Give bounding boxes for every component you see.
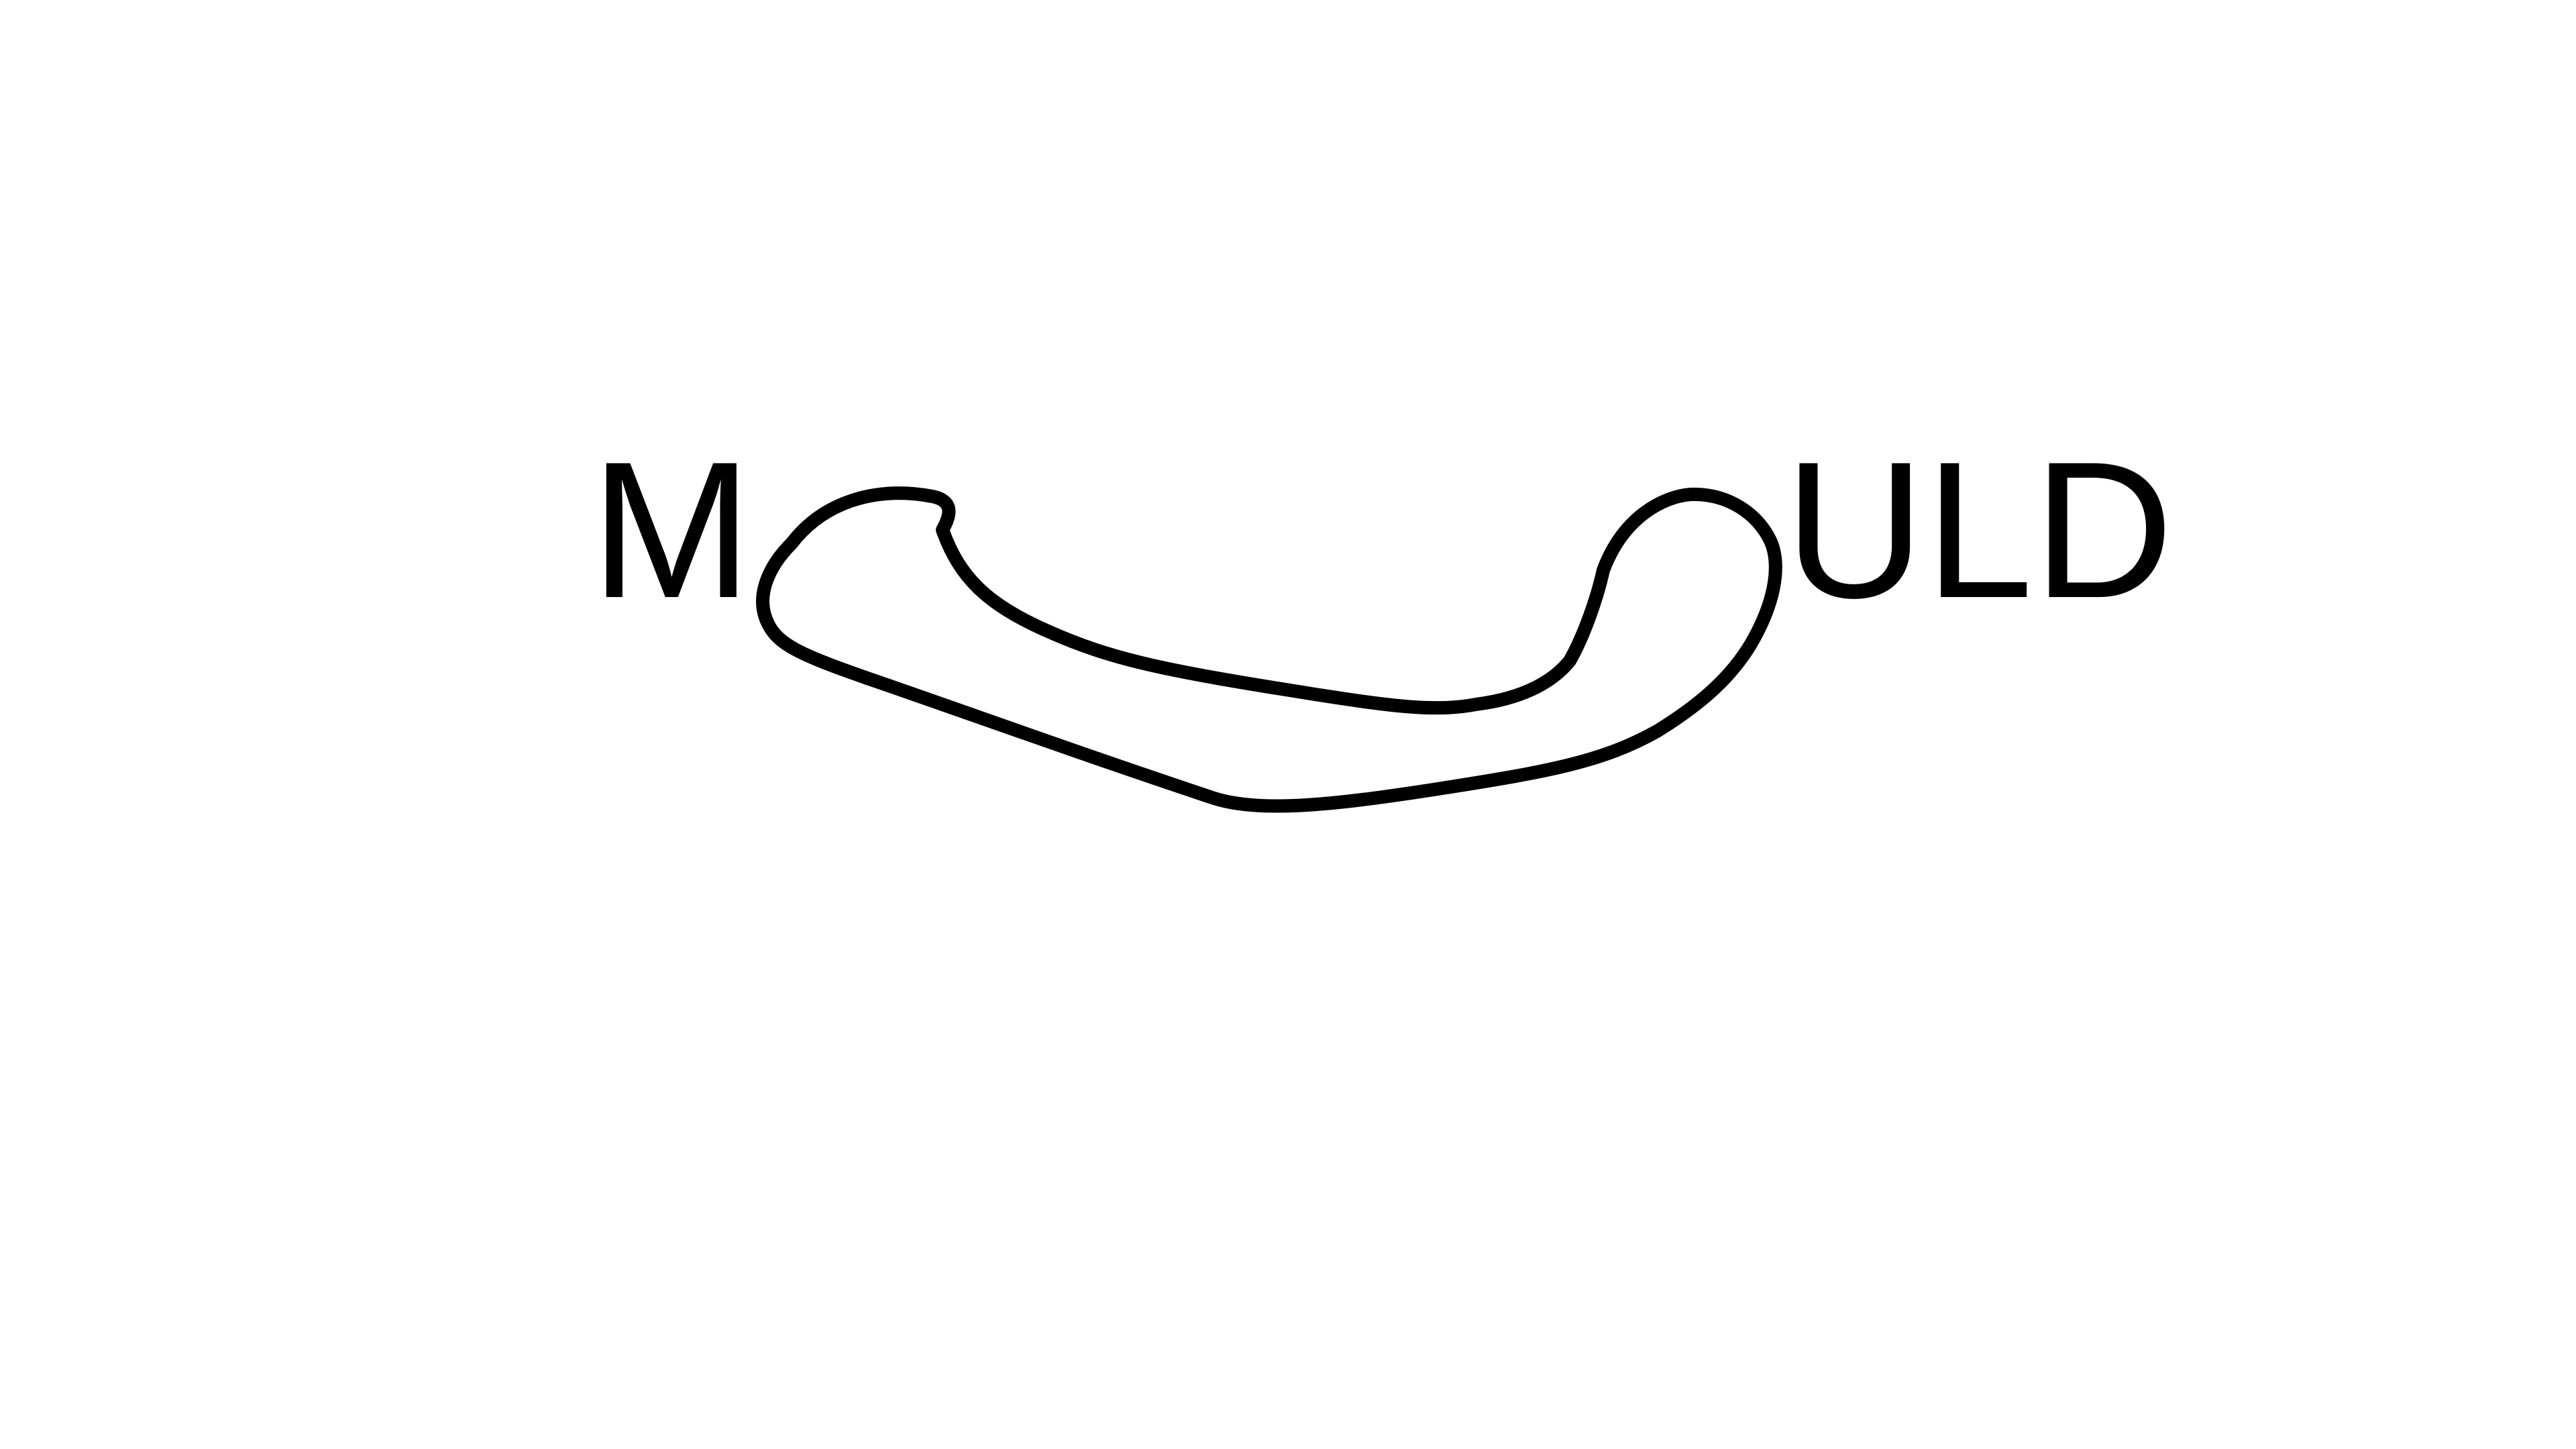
word-left-part: M (590, 421, 753, 639)
track-outline-icon (756, 486, 1782, 813)
word-right-part: ULD (1784, 421, 2174, 639)
